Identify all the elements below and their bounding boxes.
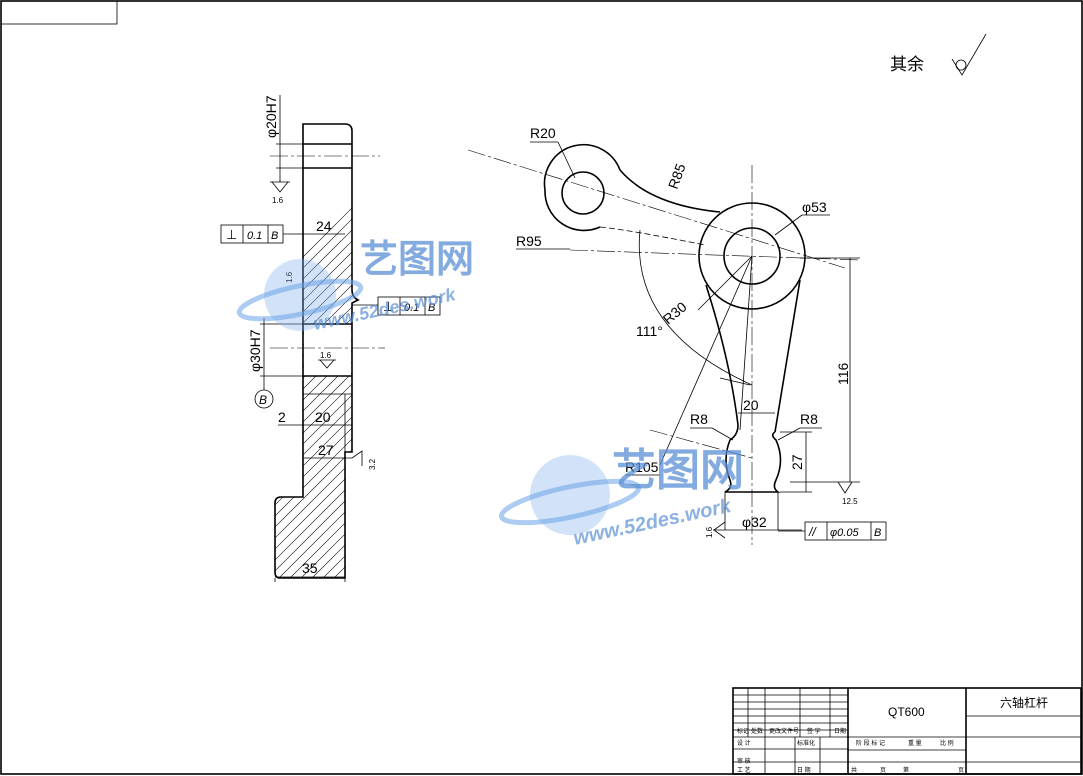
dim-35: 35 [302,560,318,576]
title-block: QT600 六轴杠杆 标记 处数 更改文件号 签 字 日期 设 计 标准化 审 … [732,687,1082,775]
svg-text:日期: 日期 [834,727,846,735]
surface-note-label: 其余 [890,55,924,74]
roughness-icon: 12.5 [837,481,858,506]
svg-text:处数: 处数 [751,727,763,735]
corner-box [0,0,118,25]
tolerance-frame-1: ⊥ 0.1 B [220,224,303,244]
svg-text:1.6: 1.6 [320,351,332,360]
dim-2: 2 [278,409,286,425]
dim-hole-bottom: φ30H7 [247,329,263,372]
dim-20: 20 [315,409,331,425]
dim-r8-left: R8 [690,411,708,427]
svg-text:签 字: 签 字 [807,727,821,735]
roughness-value: 1.6 [285,271,294,283]
svg-text:艺图网: 艺图网 [360,239,474,281]
svg-text:阶 段 标 记: 阶 段 标 记 [856,739,885,747]
dim-r95: R95 [516,233,542,249]
svg-text:3.2: 3.2 [368,458,377,470]
section-hatching [275,124,358,578]
dim-r20: R20 [530,125,556,141]
roughness-icon: 1.6 [705,521,726,539]
dim-27: 27 [318,442,334,458]
svg-text:页: 页 [958,767,964,774]
svg-text:1.6: 1.6 [272,196,284,205]
svg-text:B: B [428,302,435,314]
svg-text:标记: 标记 [737,727,749,735]
svg-text:更改文件号: 更改文件号 [769,727,799,735]
title-material: QT600 [888,705,925,719]
watermark-globe-icon [498,455,642,535]
svg-text:12.5: 12.5 [842,497,858,506]
svg-text:0.1: 0.1 [247,230,262,242]
dim-r105: R105 [625,459,659,475]
dim-24: 24 [316,218,332,234]
dim-a111: 111° [636,323,663,339]
svg-text:B: B [271,230,278,242]
svg-text:B: B [874,527,881,539]
svg-text:φ0.05: φ0.05 [830,527,859,539]
roughness-icon: 1.6 [318,351,336,369]
roughness-icon: 3.2 [351,450,377,470]
dim-d53: φ53 [802,199,827,215]
dim-20: 20 [743,397,759,413]
svg-text:共: 共 [851,766,857,774]
dim-116: 116 [835,362,851,385]
svg-text:重 量: 重 量 [908,739,922,747]
dim-d32: φ32 [742,514,767,530]
roughness-machined-icon [951,33,987,76]
tolerance-frame-parallel: // φ0.05 B [778,521,887,541]
dim-27: 27 [789,454,805,470]
surface-note: 其余 [890,33,987,76]
title-part-name: 六轴杠杆 [1000,695,1048,710]
watermark-1: 艺图网 www.52des.work [236,239,474,334]
dim-hole-top: φ20H7 [263,95,279,138]
svg-text:1.6: 1.6 [705,526,714,538]
svg-text:页: 页 [880,767,886,774]
svg-text:⊥: ⊥ [226,227,237,242]
section-view: φ20H7 1.6 ⊥ 0.1 B 24 1.6 ⊥ [220,95,441,582]
small-bore [561,171,605,215]
svg-text:比 例: 比 例 [940,739,954,747]
svg-text:⊥: ⊥ [383,299,394,314]
datum-marker: B [254,380,274,409]
tolerance-frame-2: ⊥ 0.1 B [352,296,441,316]
dim-r85: R85 [665,161,689,191]
svg-text:0.1: 0.1 [404,302,419,314]
watermark-globe-icon [236,259,364,331]
dim-r8-right: R8 [800,411,818,427]
svg-text:艺图网: 艺图网 [612,446,744,495]
svg-text:标准化: 标准化 [797,739,815,747]
dim-r30: R30 [660,298,690,327]
svg-text:工 艺: 工 艺 [737,766,751,774]
svg-text:审 核: 审 核 [737,757,751,765]
svg-text:设 计: 设 计 [737,739,751,747]
svg-text://: // [808,525,817,539]
roughness-icon: 1.6 [270,168,290,205]
svg-text:B: B [259,393,267,407]
svg-text:日 期: 日 期 [797,766,811,774]
svg-text:第: 第 [903,766,909,774]
